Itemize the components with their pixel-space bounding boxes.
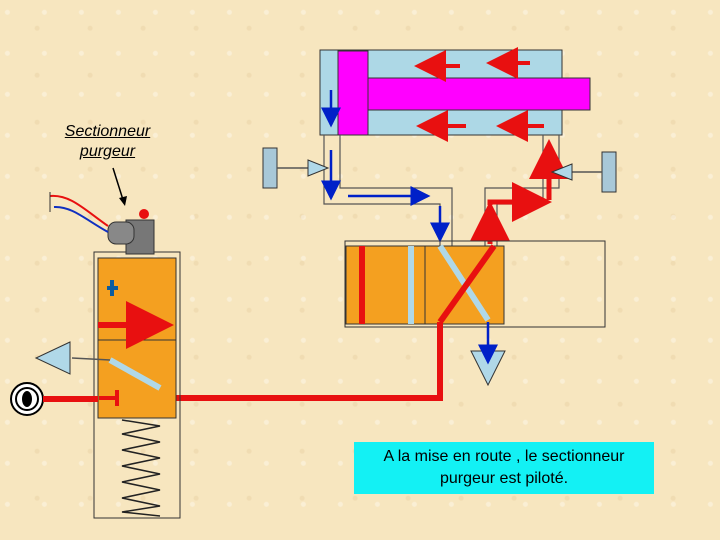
cylinder-piston bbox=[337, 50, 369, 136]
exhaust-arrows bbox=[321, 150, 450, 243]
directional-valve bbox=[344, 240, 606, 328]
caption-box: A la mise en route , le sectionneur purg… bbox=[354, 442, 654, 494]
sectionneur-purgeur-label: Sectionneur purgeur bbox=[64, 123, 151, 160]
piping bbox=[323, 135, 560, 246]
solenoid-connector-icon bbox=[49, 192, 155, 255]
exhaust-triangle-icon bbox=[34, 341, 71, 375]
right-silencer bbox=[550, 151, 617, 193]
spring-icon bbox=[121, 419, 161, 517]
label-leader-line bbox=[112, 167, 125, 204]
exhaust-triangle-icon bbox=[550, 163, 573, 181]
main-pressure-line bbox=[125, 322, 443, 401]
pressure-arrows bbox=[470, 139, 569, 244]
exhaust-triangle-icon bbox=[307, 159, 330, 177]
sectionneur-purgeur-valve bbox=[93, 251, 181, 519]
sectionneur-exhaust bbox=[34, 341, 111, 375]
cylinder bbox=[319, 49, 591, 136]
cylinder-rod bbox=[367, 77, 591, 111]
left-silencer bbox=[262, 147, 330, 189]
valve-exhaust bbox=[470, 322, 506, 387]
pressure-source-icon bbox=[10, 382, 98, 416]
cylinder-flow-arrows bbox=[321, 47, 544, 142]
